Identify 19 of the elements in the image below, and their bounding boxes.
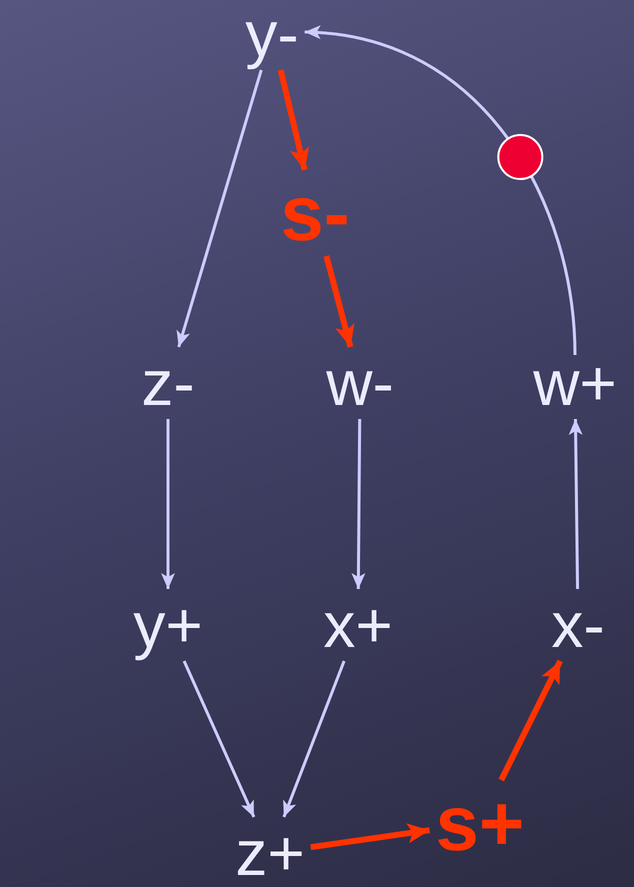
arrow	[310, 823, 430, 850]
arrow	[161, 419, 175, 589]
arrow	[498, 660, 563, 782]
state-label: w+	[531, 351, 619, 415]
state-label: s+	[434, 784, 526, 862]
state-label: x-	[549, 593, 607, 657]
state-label: z-	[139, 351, 197, 415]
state-label: x+	[321, 593, 395, 657]
arrow	[304, 26, 576, 356]
arrow	[282, 660, 346, 818]
arrow	[351, 419, 366, 589]
arrow	[182, 660, 256, 818]
state-label: z+	[233, 821, 307, 885]
arrow	[323, 255, 354, 348]
arrow	[568, 418, 583, 590]
state-label: s-	[278, 174, 352, 252]
arrow	[278, 69, 310, 171]
arrow	[176, 70, 263, 348]
state-label: w-	[324, 351, 396, 415]
